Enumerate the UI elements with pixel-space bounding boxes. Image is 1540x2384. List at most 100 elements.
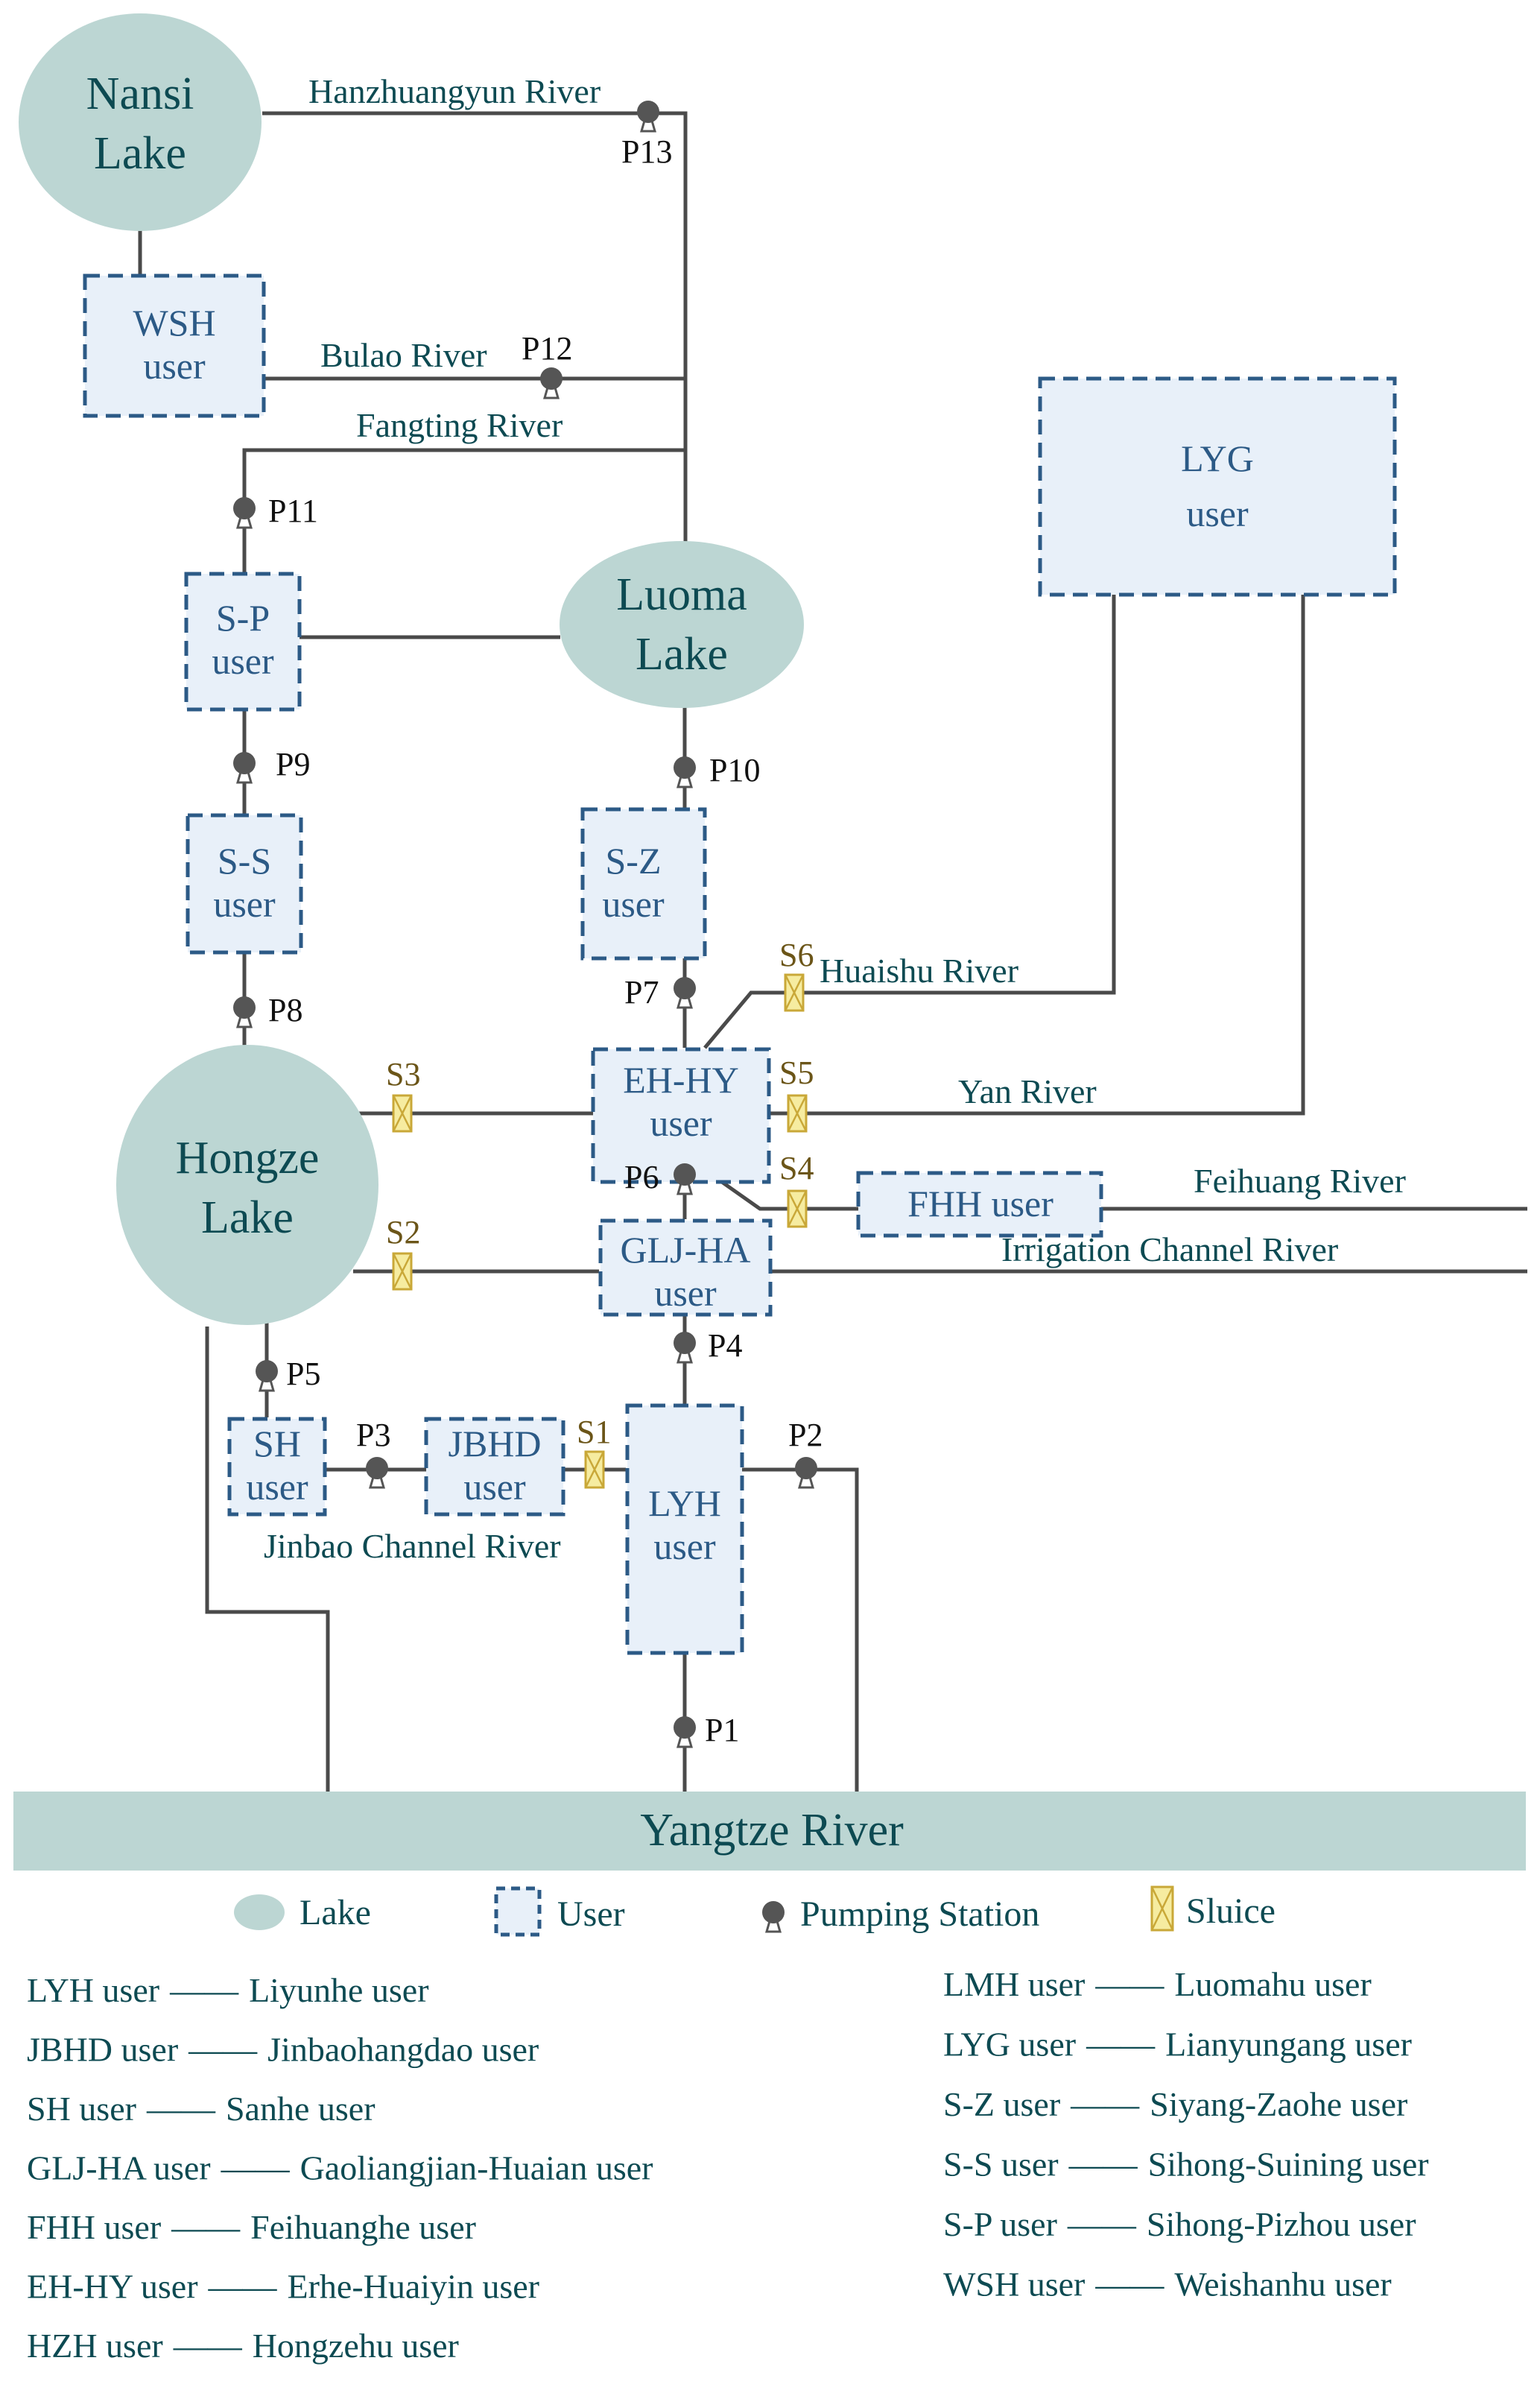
lake-luoma-label-1: Luoma [616,569,747,620]
pump-station-p7: P7 [624,974,696,1011]
pump-label-p11: P11 [268,493,318,529]
sluice-label-s3: S3 [386,1056,420,1093]
abbreviation-dash: —— [146,2090,216,2128]
pump-label-p4: P4 [708,1327,742,1364]
pump-station-p12: P12 [522,330,572,399]
user-wsh: WSH user [83,274,266,418]
abbreviation-full-name: Feihuanghe user [250,2208,476,2246]
huaishu-river-line [703,594,1116,1049]
abbreviation-row: FHH user——Feihuanghe user [27,2208,476,2246]
pump-station-p2: P2 [788,1417,823,1489]
abbreviation-full-name: Sihong-Suining user [1148,2146,1429,2184]
sluice-s1: S1 [577,1414,611,1489]
pump-station-p1: P1 [674,1712,739,1748]
abbreviation-dash: —— [1094,2266,1164,2304]
abbreviation-code: S-Z user [943,2085,1060,2123]
lake-nansi-label-2: Lake [94,128,186,179]
pump-icon [233,497,256,529]
sluice-s5: S5 [779,1055,814,1133]
pump-station-p13: P13 [621,101,672,170]
user-sz-label-2: user [602,883,665,925]
user-ss-label-1: S-S [218,840,271,882]
pump-icon [366,1457,388,1489]
abbreviation-dash: —— [1067,2205,1137,2243]
legend-lake-icon [234,1894,285,1930]
pump-station-p3: P3 [356,1417,390,1489]
yangtze-river: Yangtze River [13,1792,1526,1871]
lake-nansi-label-1: Nansi [86,69,194,119]
symbol-legend: Lake User Pumping Station Sluice [234,1885,1276,1937]
pump-station-p5: P5 [256,1356,320,1392]
lake-hongze-label-1: Hongze [176,1133,320,1183]
abbreviation-full-name: Luomahu user [1174,1965,1371,2003]
abbreviation-row: LYG user——Lianyungang user [943,2026,1412,2064]
lake-nansi: Nansi Lake [19,13,262,231]
user-wsh-label-2: user [143,345,206,387]
user-gljha-label-2: user [654,1272,717,1314]
sluice-icon [392,1094,413,1133]
pump-icon [795,1457,817,1489]
hanzhuangyun-river-line [262,111,688,548]
abbreviation-row: WSH user—— Weishanhu user [943,2266,1392,2304]
abbreviation-row: SH user——Sanhe user [27,2090,376,2128]
abbreviation-full-name: Weishanhu user [1174,2266,1391,2304]
sluice-label-s6: S6 [779,937,814,973]
hongze-yangtze-west-line [205,1327,330,1792]
user-sz-label-1: S-Z [606,840,662,882]
abbreviation-code: LYH user [27,1971,159,2009]
sluice-icon [787,1094,808,1133]
user-fhh-label: FHH user [907,1183,1053,1224]
user-ss-label-2: user [213,883,276,925]
river-label-huaishu: Huaishu River [820,952,1018,990]
user-ss: S-S user [186,813,303,955]
pump-station-p11: P11 [233,493,318,529]
lake-hongze: Hongze Lake [116,1045,378,1325]
pump-icon [674,1332,696,1364]
abbreviation-full-name: Liyunhe user [249,1971,428,2009]
user-lyh: LYH user [625,1403,744,1655]
sluice-icon [787,1189,808,1228]
pump-icon [674,1163,696,1195]
abbreviation-row: HZH user——Hongzehu user [27,2327,459,2365]
user-ehhy: EH-HY user [591,1047,771,1184]
abbreviation-dash: —— [173,2327,243,2365]
river-label-jinbao: Jinbao Channel River [264,1527,561,1565]
abbreviation-row: EH-HY user——Erhe-Huaiyin user [27,2268,539,2306]
pump-label-p6: P6 [624,1159,659,1195]
abbreviation-row: S-P user——Sihong-Pizhou user [943,2205,1416,2243]
pump-station-p10: P10 [674,752,760,788]
abbreviation-dash: —— [1086,2026,1156,2064]
sluice-label-s5: S5 [779,1055,814,1091]
pump-icon [540,367,563,399]
user-lyh-label-2: user [653,1525,716,1567]
pump-label-p12: P12 [522,330,572,367]
user-sh-label-1: SH [253,1423,301,1464]
legend-sluice-icon [1150,1885,1174,1932]
abbreviation-full-name: Gaoliangjian-Huaian user [300,2149,653,2187]
pump-label-p10: P10 [709,752,760,788]
abbreviation-code: HZH user [27,2327,163,2365]
user-sz: S-Z user [580,807,707,961]
legend-pump-label: Pumping Station [800,1894,1039,1934]
lake-luoma: Luoma Lake [560,541,804,708]
sluice-icon [584,1450,605,1489]
abbreviation-code: WSH user [943,2266,1085,2304]
user-sp-label-1: S-P [216,597,270,639]
abbreviation-dash: —— [1070,2085,1140,2123]
abbreviation-dash: —— [221,2149,291,2187]
user-lyh-label-1: LYH [648,1482,721,1524]
user-sh-label-2: user [246,1466,308,1508]
user-gljha: GLJ-HA user [598,1218,773,1317]
abbreviation-dash: —— [171,2208,241,2246]
pump-icon [674,756,696,788]
abbreviation-full-name: Lianyungang user [1165,2026,1412,2064]
abbreviation-dash: —— [188,2031,258,2069]
abbreviation-code: JBHD user [27,2031,178,2069]
pump-station-p9: P9 [233,746,310,784]
abbreviation-row: GLJ-HA user——Gaoliangjian-Huaian user [27,2149,653,2187]
pump-station-p4: P4 [674,1327,742,1364]
abbreviation-code: S-S user [943,2146,1059,2184]
